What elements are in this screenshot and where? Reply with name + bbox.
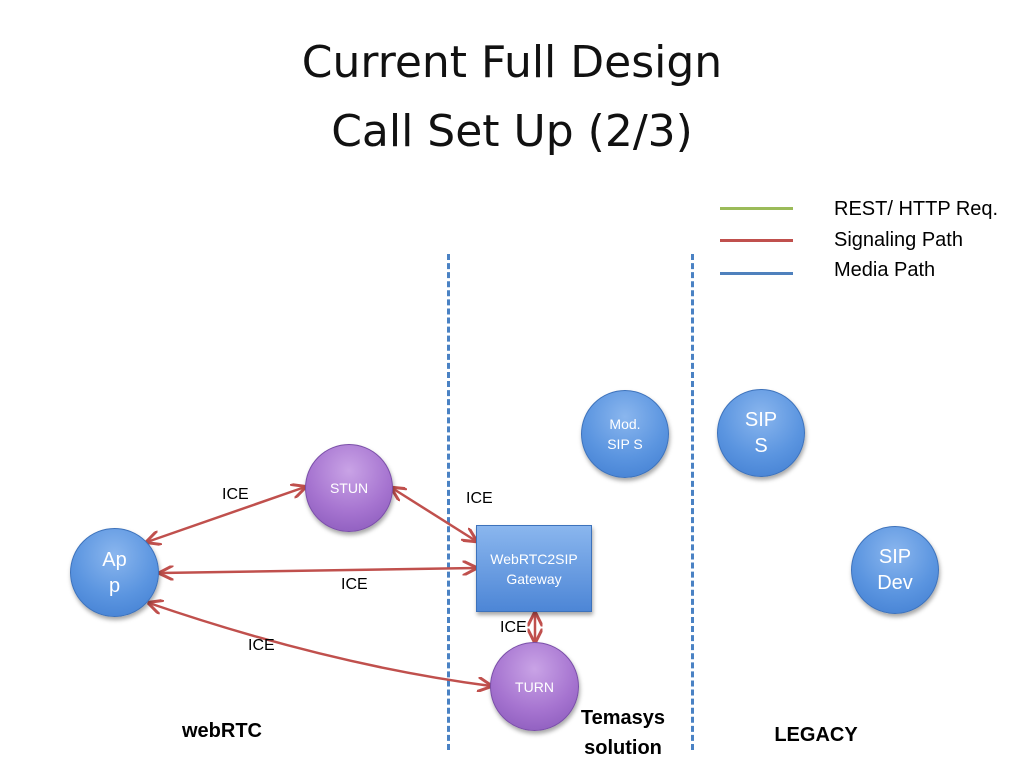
node-turn: TURN bbox=[490, 642, 579, 731]
legend-line-rest bbox=[720, 207, 793, 210]
edge-label-app-gateway: ICE bbox=[341, 576, 368, 593]
legend-label-rest: REST/ HTTP Req. bbox=[834, 198, 999, 220]
arrow-stun-gateway bbox=[392, 488, 476, 541]
edge-label-app-stun: ICE bbox=[222, 486, 249, 503]
zone-divider-right bbox=[691, 254, 694, 750]
edge-label-stun-gateway: ICE bbox=[466, 490, 493, 507]
edge-label-gateway-turn: ICE bbox=[500, 619, 527, 636]
node-mod-sip-s: Mod. SIP S bbox=[581, 390, 669, 478]
node-app: Ap p bbox=[70, 528, 159, 617]
legend-line-media bbox=[720, 272, 793, 275]
node-sip-dev: SIP Dev bbox=[851, 526, 939, 614]
slide-title-line2: Call Set Up (2/3) bbox=[331, 106, 693, 157]
zone-label-temasys: Temasys solution bbox=[580, 707, 666, 759]
edge-label-app-turn: ICE bbox=[248, 637, 275, 654]
arrow-app-gateway bbox=[160, 568, 476, 573]
arrow-app-stun bbox=[147, 487, 305, 542]
node-sip-s: SIP S bbox=[717, 389, 805, 477]
legend-label-media: Media Path bbox=[834, 259, 936, 281]
node-webrtc2sip-gateway: WebRTC2SIP Gateway bbox=[476, 525, 592, 612]
slide-title-line1: Current Full Design bbox=[301, 37, 723, 88]
legend-label-signaling: Signaling Path bbox=[834, 229, 963, 251]
arrow-app-turn bbox=[149, 603, 491, 686]
legend-line-signaling bbox=[720, 239, 793, 242]
zone-label-legacy: LEGACY bbox=[774, 724, 858, 746]
node-stun: STUN bbox=[305, 444, 393, 532]
zone-label-webrtc: webRTC bbox=[182, 720, 262, 742]
